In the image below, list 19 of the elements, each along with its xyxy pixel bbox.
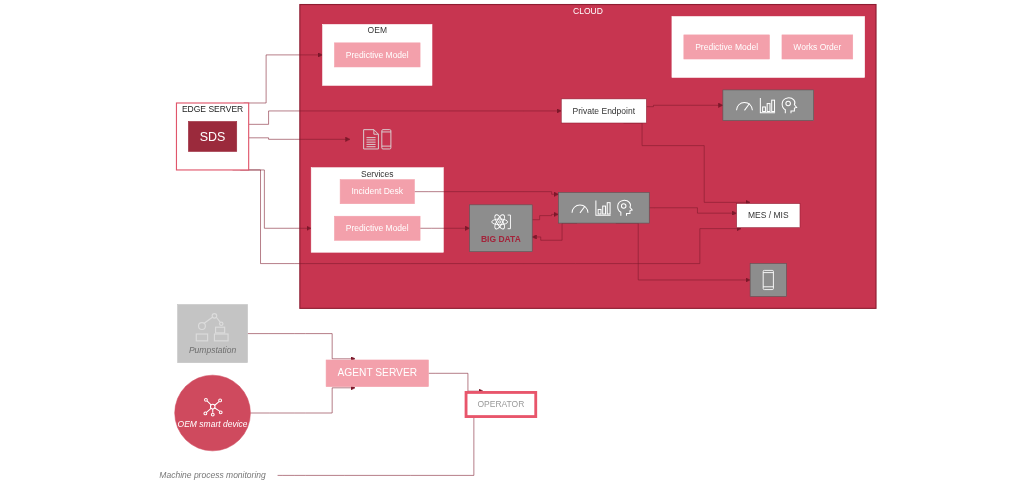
- node-box: Predictive Model: [334, 42, 421, 68]
- node-box: Private Endpoint: [560, 98, 647, 124]
- node-box: Works Order: [781, 34, 854, 60]
- node-box: [749, 263, 787, 297]
- node-box: [558, 192, 650, 224]
- node-box: BIG DATA: [469, 204, 533, 252]
- cluster: [671, 16, 865, 78]
- node-box: [722, 89, 814, 121]
- node-box: Pumpstation: [177, 304, 248, 363]
- node-box: MES / MIS: [736, 203, 801, 228]
- node-box: Predictive Model: [683, 34, 770, 60]
- node-box: Predictive Model: [334, 215, 421, 241]
- node-box: OPERATOR: [464, 391, 538, 418]
- node-circle: OEM smart device: [174, 374, 251, 452]
- node-box: Incident Desk: [339, 179, 415, 204]
- node-box: AGENT SERVER: [325, 359, 429, 387]
- node-box: SDS: [188, 121, 238, 152]
- node-picture: [361, 128, 394, 151]
- node-text: Machine process monitoring: [159, 470, 266, 480]
